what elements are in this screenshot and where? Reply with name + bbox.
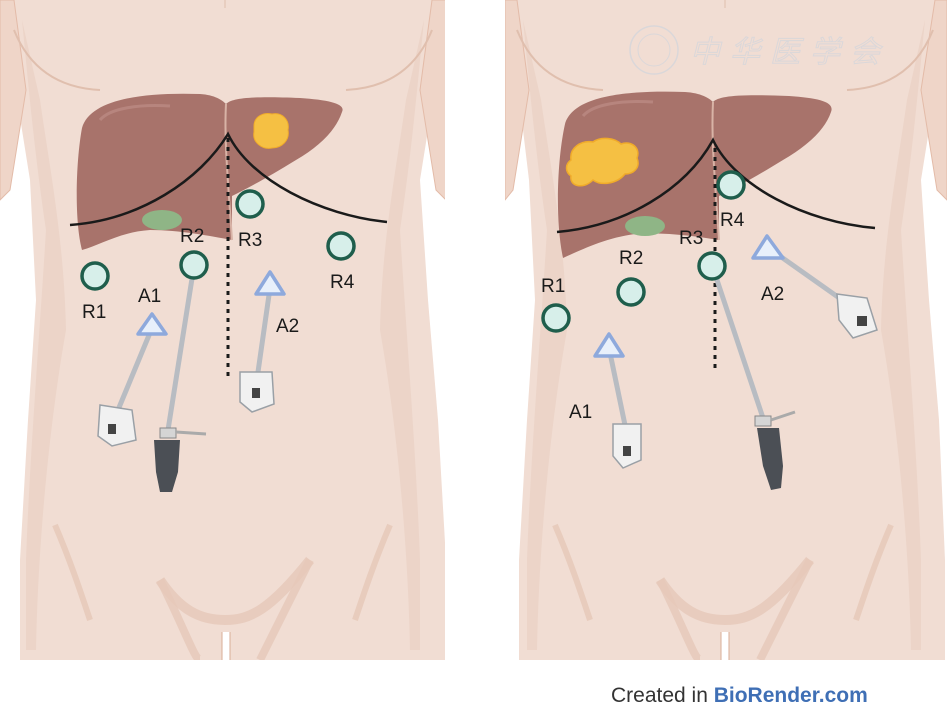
- label-R1: R1: [541, 276, 565, 297]
- label-A1: A1: [569, 402, 592, 423]
- gallbladder: [625, 216, 665, 236]
- torso-panel-right: R1 R2 R3 R4 A1 A2: [505, 0, 947, 660]
- label-R1: R1: [82, 302, 106, 323]
- robotic-port-R4: [326, 231, 356, 261]
- trocar-A2: [239, 287, 275, 413]
- robotic-port-R1: [80, 261, 110, 291]
- label-A2: A2: [276, 316, 299, 337]
- robotic-port-R2: [179, 250, 209, 280]
- trocar-A1: [606, 347, 642, 469]
- trocar-A2: [775, 251, 878, 339]
- label-R4: R4: [720, 210, 745, 231]
- arm-right: [920, 0, 947, 201]
- arm-right: [419, 0, 445, 200]
- watermark: 中华医学会: [629, 25, 890, 75]
- credit-prefix: Created in: [611, 684, 714, 707]
- scope-R2: [154, 265, 207, 492]
- robotic-port-R2: [616, 277, 646, 307]
- assistant-port-A1: [593, 332, 625, 358]
- label-R2: R2: [619, 248, 643, 269]
- label-R4: R4: [330, 272, 355, 293]
- costal-margin-line: [556, 137, 876, 234]
- trocar-A1: [97, 327, 155, 447]
- torso-panel-left: R1 R2 R3 R4 A1 A2: [0, 0, 445, 660]
- gallbladder: [142, 210, 182, 230]
- arm-left: [505, 0, 530, 201]
- robotic-port-R1: [541, 303, 571, 333]
- robotic-port-R3: [235, 189, 265, 219]
- tumor: [253, 113, 289, 149]
- robotic-port-R3: [697, 251, 727, 281]
- liver: [557, 91, 832, 258]
- watermark-text: 中华医学会: [690, 35, 890, 70]
- tumor: [565, 137, 639, 187]
- label-A2: A2: [761, 284, 784, 305]
- label-R2: R2: [180, 226, 204, 247]
- label-A1: A1: [138, 286, 161, 307]
- credit-brand-link[interactable]: BioRender.com: [713, 684, 868, 707]
- assistant-port-A1: [136, 312, 168, 336]
- arm-left: [0, 0, 27, 201]
- costal-margin-line: [69, 131, 388, 227]
- biorender-credit: Created in BioRender.com: [611, 684, 868, 708]
- assistant-port-A2: [254, 270, 286, 296]
- label-R3: R3: [679, 228, 703, 249]
- robotic-port-R4: [716, 170, 746, 200]
- watermark-seal-icon: [629, 25, 679, 75]
- assistant-port-A2: [751, 234, 785, 260]
- label-R3: R3: [238, 230, 262, 251]
- scope-R3: [710, 267, 796, 490]
